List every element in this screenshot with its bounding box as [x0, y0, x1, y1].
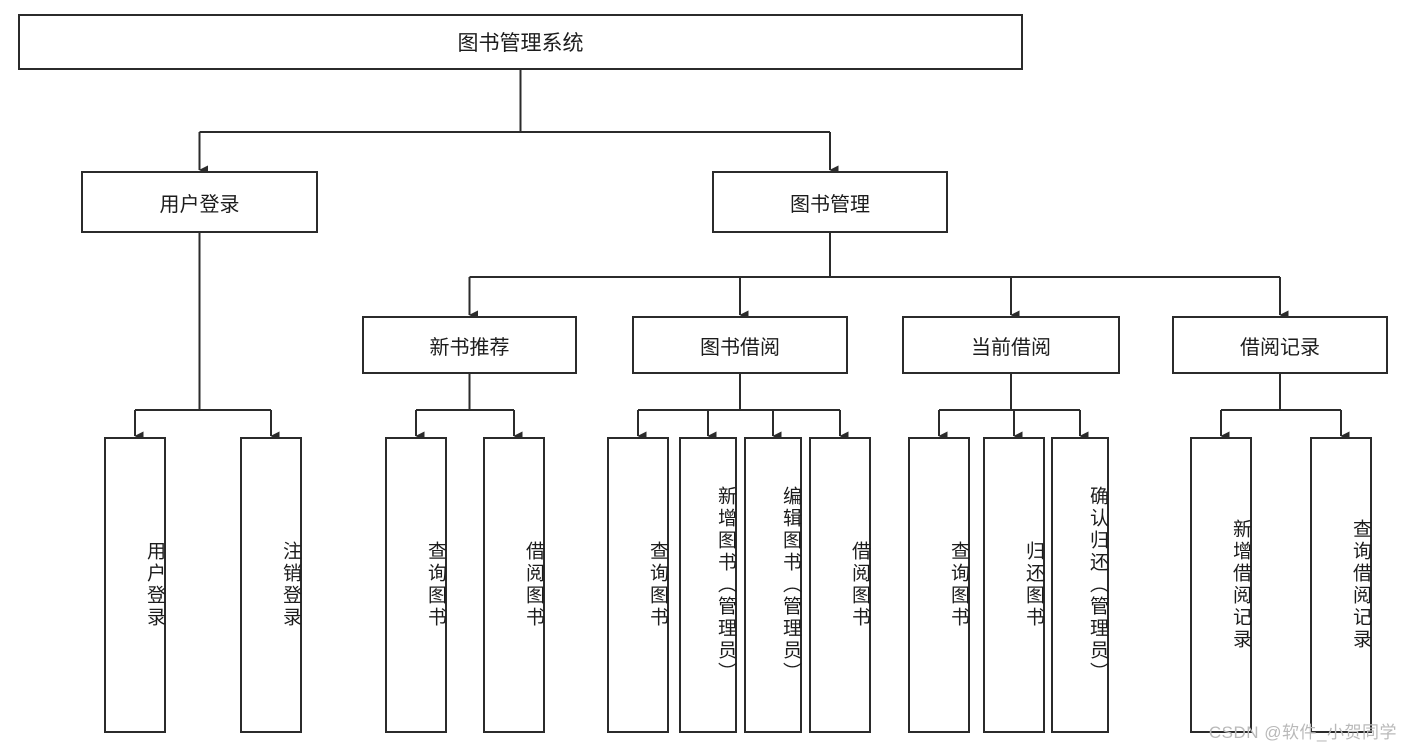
node-leaf-query-book-3-label: 查询图书 — [948, 541, 969, 629]
node-leaf-borrow-book-2[interactable]: 借阅图书 — [809, 437, 871, 733]
node-leaf-confirm-return-admin-label: 确认归还（管理员） — [1087, 486, 1108, 684]
node-leaf-user-login-label: 用户登录 — [144, 541, 165, 629]
node-book-manage[interactable]: 图书管理 — [712, 171, 948, 233]
node-leaf-add-borrow-record[interactable]: 新增借阅记录 — [1190, 437, 1252, 733]
node-book-borrow-label: 图书借阅 — [700, 336, 780, 359]
node-new-book-recommend-label: 新书推荐 — [429, 336, 510, 359]
node-leaf-user-login[interactable]: 用户登录 — [104, 437, 166, 733]
node-leaf-query-book-1-label: 查询图书 — [425, 541, 446, 629]
node-leaf-query-book-3[interactable]: 查询图书 — [908, 437, 970, 733]
node-leaf-borrow-book-2-label: 借阅图书 — [849, 541, 870, 629]
node-leaf-return-book[interactable]: 归还图书 — [983, 437, 1045, 733]
node-leaf-add-book-admin-label: 新增图书（管理员） — [715, 486, 736, 684]
node-leaf-confirm-return-admin[interactable]: 确认归还（管理员） — [1051, 437, 1109, 733]
node-leaf-edit-book-admin[interactable]: 编辑图书（管理员） — [744, 437, 802, 733]
node-leaf-query-book-2[interactable]: 查询图书 — [607, 437, 669, 733]
node-leaf-borrow-book-1-label: 借阅图书 — [523, 541, 544, 629]
node-borrow-record-label: 借阅记录 — [1240, 336, 1320, 359]
node-root-label: 图书管理系统 — [457, 32, 584, 55]
node-user-login[interactable]: 用户登录 — [81, 171, 318, 233]
node-book-manage-label: 图书管理 — [790, 193, 870, 216]
node-root[interactable]: 图书管理系统 — [18, 14, 1023, 70]
node-leaf-borrow-book-1[interactable]: 借阅图书 — [483, 437, 545, 733]
node-leaf-add-book-admin[interactable]: 新增图书（管理员） — [679, 437, 737, 733]
node-borrow-record[interactable]: 借阅记录 — [1172, 316, 1388, 374]
node-leaf-query-book-1[interactable]: 查询图书 — [385, 437, 447, 733]
node-leaf-query-book-2-label: 查询图书 — [647, 541, 668, 629]
node-leaf-add-borrow-record-label: 新增借阅记录 — [1230, 519, 1251, 651]
node-leaf-return-book-label: 归还图书 — [1023, 541, 1044, 629]
node-leaf-logout-login[interactable]: 注销登录 — [240, 437, 302, 733]
node-leaf-edit-book-admin-label: 编辑图书（管理员） — [780, 486, 801, 684]
node-new-book-recommend[interactable]: 新书推荐 — [362, 316, 577, 374]
node-user-login-label: 用户登录 — [159, 193, 240, 216]
node-current-borrow-label: 当前借阅 — [971, 336, 1051, 359]
node-book-borrow[interactable]: 图书借阅 — [632, 316, 848, 374]
watermark-text: CSDN @软件_小贺同学 — [1208, 723, 1397, 742]
node-leaf-query-borrow-record-label: 查询借阅记录 — [1350, 519, 1371, 651]
node-leaf-logout-login-label: 注销登录 — [280, 541, 301, 629]
node-leaf-query-borrow-record[interactable]: 查询借阅记录 — [1310, 437, 1372, 733]
node-current-borrow[interactable]: 当前借阅 — [902, 316, 1120, 374]
